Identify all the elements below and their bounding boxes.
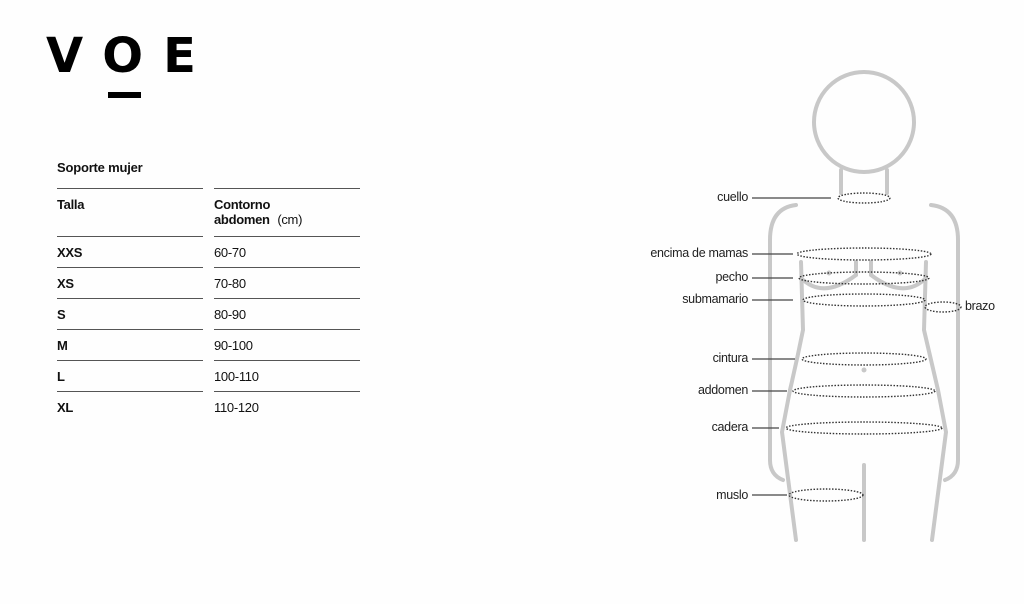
header-size: Talla — [57, 188, 203, 236]
size-cell: XL — [57, 391, 203, 422]
label-neck: cuello — [717, 190, 748, 204]
header-measure-label: Contorno abdomen — [214, 197, 271, 227]
range-cell: 70-80 — [214, 267, 360, 298]
table-header-row: Talla Contorno abdomen (cm) — [57, 188, 360, 236]
body-outline-icon — [752, 70, 962, 542]
range-cell: 90-100 — [214, 329, 360, 360]
voe-logo: VOE — [46, 32, 206, 100]
logo-text: VOE — [46, 28, 216, 84]
table-row: M 90-100 — [57, 329, 360, 360]
label-arm: brazo — [965, 299, 995, 313]
label-abdomen: addomen — [697, 383, 748, 397]
size-cell: XS — [57, 267, 203, 298]
table-row: XXS 60-70 — [57, 236, 360, 267]
table-title: Soporte mujer — [57, 160, 143, 175]
label-thigh: muslo — [716, 488, 748, 502]
label-bust: pecho — [715, 270, 748, 284]
size-cell: XXS — [57, 236, 203, 267]
table-row: XS 70-80 — [57, 267, 360, 298]
size-cell: L — [57, 360, 203, 391]
logo-underline — [108, 92, 141, 98]
header-measure: Contorno abdomen (cm) — [214, 188, 360, 236]
header-unit: (cm) — [277, 212, 303, 227]
body-measurement-diagram: cuello encima de mamas pecho submamario … — [640, 60, 1024, 560]
table-row: L 100-110 — [57, 360, 360, 391]
label-under-bust: submamario — [682, 292, 748, 306]
table-row: XL 110-120 — [57, 391, 360, 422]
table-row: S 80-90 — [57, 298, 360, 329]
size-table: Talla Contorno abdomen (cm) XXS 60-70 XS… — [57, 188, 360, 422]
label-above-bust: encima de mamas — [650, 246, 748, 260]
size-cell: M — [57, 329, 203, 360]
range-cell: 100-110 — [214, 360, 360, 391]
range-cell: 60-70 — [214, 236, 360, 267]
range-cell: 80-90 — [214, 298, 360, 329]
label-hip: cadera — [711, 420, 749, 434]
range-cell: 110-120 — [214, 391, 360, 422]
label-waist: cintura — [712, 351, 749, 365]
size-cell: S — [57, 298, 203, 329]
